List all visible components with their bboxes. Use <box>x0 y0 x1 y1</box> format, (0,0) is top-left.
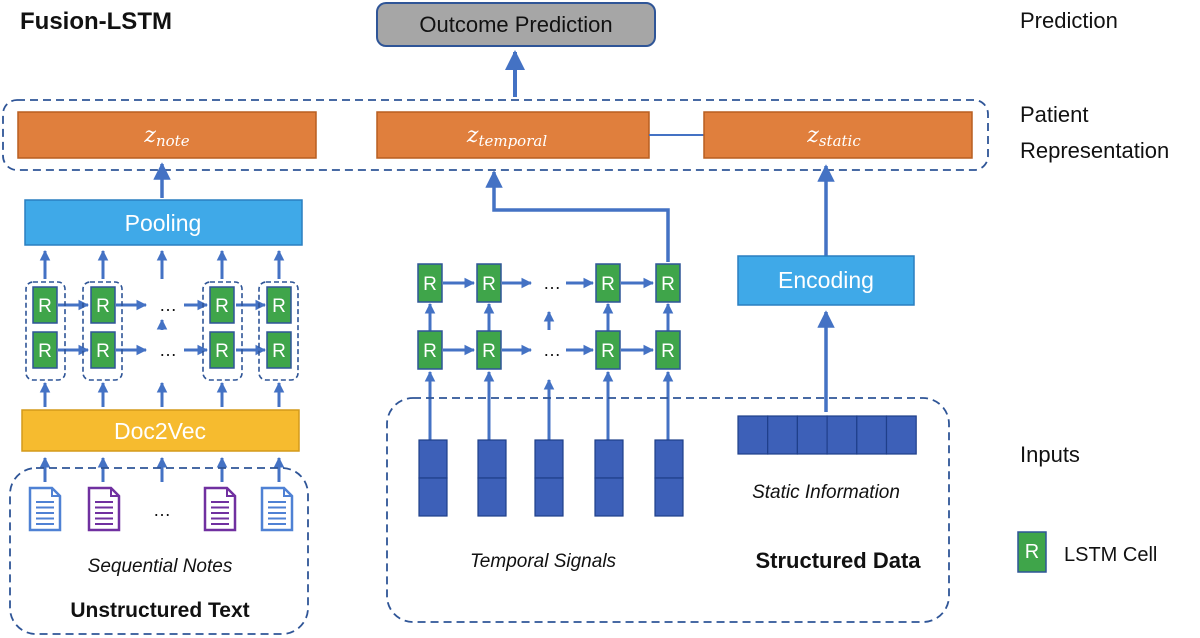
static-vector-cell <box>826 415 858 455</box>
lstm-cell-letter: R <box>661 341 675 362</box>
legend-cell-letter: R <box>1025 541 1039 563</box>
note-cell-group <box>25 281 66 381</box>
static-vector-cell <box>737 415 769 455</box>
temporal-signal-vectors <box>418 439 684 517</box>
lstm-cell-letter: R <box>96 341 110 362</box>
temporal-signal-vector <box>477 439 507 517</box>
note-lstm-cell: R <box>266 331 292 369</box>
temporal-signal-vector <box>594 439 624 517</box>
temporal-lstm-cell: R <box>655 330 681 370</box>
note-lstm-cells: R R R R R R R R <box>32 286 292 369</box>
patient-label: Patient <box>1020 102 1089 127</box>
notes-ellipsis: … <box>153 500 171 520</box>
note-document-icon <box>260 486 294 532</box>
unstructured-text-container <box>9 467 309 635</box>
note-lstm-cell: R <box>32 331 58 369</box>
note-branch-arrows: …… <box>39 249 285 482</box>
temporal-lstm-cell: R <box>595 263 621 303</box>
cells-ellipsis: … <box>159 340 177 360</box>
temporal-lstm-cell: R <box>476 263 502 303</box>
lstm-cell-letter: R <box>661 274 675 295</box>
note-document-icon <box>28 486 62 532</box>
prediction-label: Prediction <box>1020 8 1118 33</box>
temporal-signal-vector <box>654 439 684 517</box>
inputs-label: Inputs <box>1020 442 1080 467</box>
encoding-box: Encoding <box>737 255 915 306</box>
lstm-cell-letter: R <box>96 296 110 317</box>
static-vector-cell <box>796 415 828 455</box>
temporal-lstm-cell: R <box>476 330 502 370</box>
lstm-cell-letter: R <box>423 341 437 362</box>
lstm-cell-letter: R <box>482 274 496 295</box>
temporal-branch-arrows: …… <box>424 273 674 440</box>
encoding-label: Encoding <box>778 267 874 293</box>
note-lstm-cell: R <box>209 286 235 324</box>
static-vector-cell <box>767 415 799 455</box>
temporal-lstm-cell: R <box>655 263 681 303</box>
note-cell-group <box>82 281 123 381</box>
lstm-cell-letter: R <box>601 341 615 362</box>
pooling-box: Pooling <box>24 199 303 246</box>
note-document-icon <box>203 486 237 532</box>
temporal-signal-vector <box>418 439 448 517</box>
lstm-cell-letter: R <box>482 341 496 362</box>
z-note-box: znote <box>17 111 317 159</box>
lstm-cell-letter: R <box>423 274 437 295</box>
pooling-label: Pooling <box>125 210 202 236</box>
temporal-lstm-cells: R R R R R R R R <box>417 263 681 370</box>
z-static-label: zstatic <box>806 123 861 150</box>
note-lstm-cell: R <box>32 286 58 324</box>
z-temporal-box: ztemporal <box>376 111 650 159</box>
temporal-signal-vector <box>534 439 564 517</box>
temporal-lstm-cell: R <box>417 263 443 303</box>
note-lstm-cell: R <box>266 286 292 324</box>
static-information-vector <box>737 415 917 455</box>
note-document-icon <box>87 486 121 532</box>
unstructured-text-label: Unstructured Text <box>70 599 249 622</box>
lstm-cell-letter: R <box>272 296 286 317</box>
outcome-prediction-box: Outcome Prediction <box>376 2 656 47</box>
lstm-cell-letter: R <box>601 274 615 295</box>
structured-data-container <box>386 397 950 623</box>
note-lstm-cell: R <box>90 331 116 369</box>
z-temporal-label: ztemporal <box>466 123 547 150</box>
note-lstm-cell: R <box>209 331 235 369</box>
static-vector-cell <box>885 415 917 455</box>
lstm-cell-letter: R <box>272 341 286 362</box>
note-cell-group <box>202 281 243 381</box>
cells-ellipsis: … <box>543 273 561 293</box>
lstm-cell-letter: R <box>215 296 229 317</box>
temporal-lstm-cell: R <box>417 330 443 370</box>
legend-lstm-cell-icon <box>1017 531 1047 573</box>
outcome-prediction-label: Outcome Prediction <box>419 12 612 37</box>
static-vector-cell <box>856 415 888 455</box>
cells-ellipsis: … <box>543 340 561 360</box>
legend-label: LSTM Cell <box>1064 544 1157 566</box>
structured-data-label: Structured Data <box>755 548 921 573</box>
sequential-notes-label: Sequential Notes <box>88 556 233 577</box>
patient-representation-container <box>2 99 989 171</box>
legend: R LSTM Cell <box>1017 531 1157 573</box>
temporal-signals-label: Temporal Signals <box>470 551 617 572</box>
cells-ellipsis: … <box>159 295 177 315</box>
doc2vec-box: Doc2Vec <box>21 409 300 452</box>
arrow-lstm-to-ztemporal <box>485 170 670 262</box>
lstm-cell-letter: R <box>215 341 229 362</box>
z-static-box: zstatic <box>703 111 973 159</box>
diagram-title: Fusion-LSTM <box>20 8 172 35</box>
note-cell-group <box>258 281 299 381</box>
lstm-cell-letter: R <box>38 341 52 362</box>
representation-label: Representation <box>1020 138 1169 163</box>
lstm-cell-letter: R <box>38 296 52 317</box>
note-documents <box>28 486 294 532</box>
note-lstm-cell: R <box>90 286 116 324</box>
doc2vec-label: Doc2Vec <box>114 418 206 444</box>
static-information-label: Static Information <box>752 482 900 503</box>
z-note-label: znote <box>143 123 189 150</box>
note-cell-groups <box>25 281 299 381</box>
temporal-lstm-cell: R <box>595 330 621 370</box>
